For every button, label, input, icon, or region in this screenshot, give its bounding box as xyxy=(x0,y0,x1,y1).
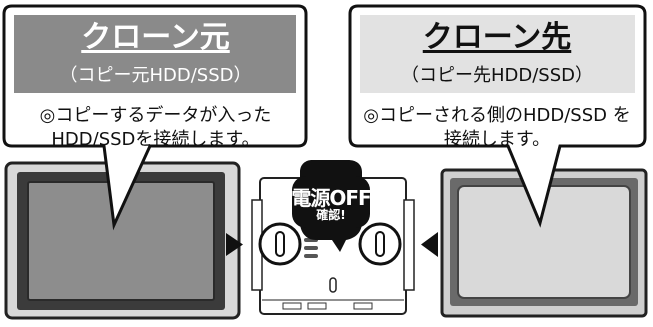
source-description: ◎コピーするデータが入った HDD/SSDを接続します。 xyxy=(39,105,272,150)
target-callout: クローン先 （コピー先HDD/SSD） ◎コピーされる側のHDD/SSD を接続… xyxy=(350,6,644,150)
power-off-badge-shape xyxy=(292,160,370,252)
source-title: クローン元 xyxy=(81,20,230,55)
source-subtitle: （コピー元HDD/SSD） xyxy=(59,65,252,86)
source-drive xyxy=(4,161,241,320)
power-off-label: 電源OFF xyxy=(291,186,371,210)
source-callout-header: クローン元 （コピー元HDD/SSD） xyxy=(15,16,296,96)
target-title: クローン先 xyxy=(422,20,572,55)
target-drive xyxy=(440,168,648,318)
target-description: ◎コピーされる側のHDD/SSD を接続します。 xyxy=(363,105,631,150)
source-callout-balloon xyxy=(2,4,308,231)
left-pointing-arrow-icon xyxy=(421,232,438,257)
source-callout: クローン元 （コピー元HDD/SSD） ◎コピーするデータが入った HDD/SS… xyxy=(5,6,306,150)
target-subtitle: （コピー先HDD/SSD） xyxy=(400,65,594,86)
target-callout-balloon xyxy=(348,4,647,228)
target-callout-header: クローン先 （コピー先HDD/SSD） xyxy=(360,16,634,96)
power-off-badge: 電源OFF 確認! xyxy=(286,168,376,244)
right-pointing-arrow-icon xyxy=(226,233,243,256)
confirm-label: 確認! xyxy=(316,208,346,222)
